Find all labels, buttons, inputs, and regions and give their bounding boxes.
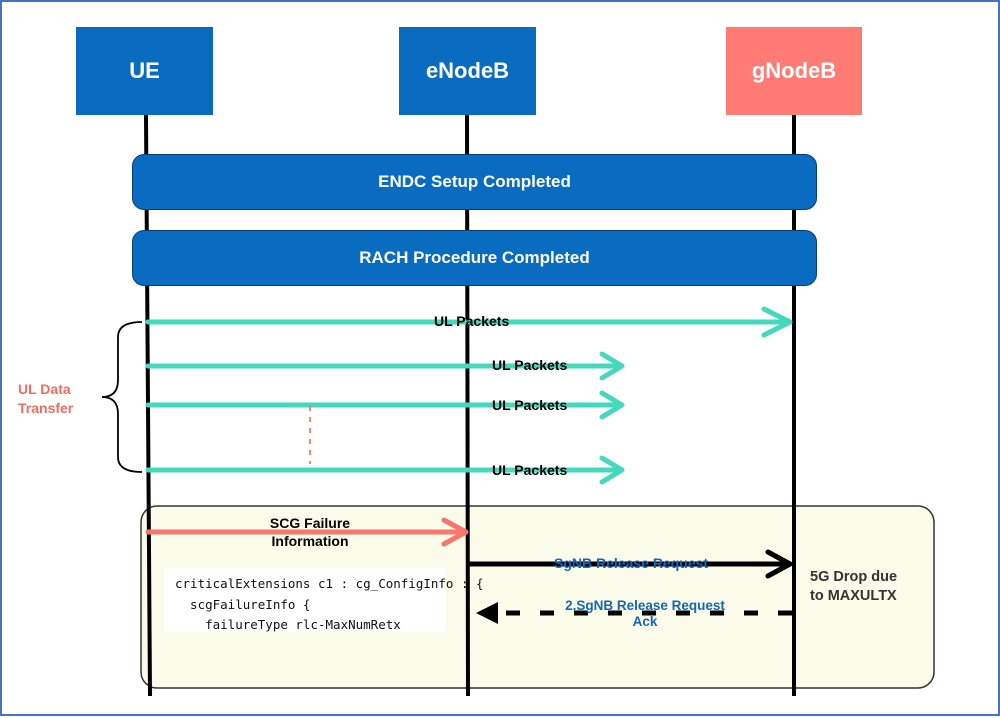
failure-panel xyxy=(140,505,935,689)
ul-data-transfer-label: UL Data Transfer xyxy=(18,380,73,418)
ul-packets-label-4: UL Packets xyxy=(492,462,568,478)
rach-procedure-bar: RACH Procedure Completed xyxy=(132,230,817,286)
ul-arrowhead-2 xyxy=(599,351,625,381)
ue-node: UE xyxy=(76,27,213,115)
ul-packets-label-1: UL Packets xyxy=(434,313,510,329)
scg-failure-line1: SCG Failure xyxy=(269,515,351,531)
endc-setup-label: ENDC Setup Completed xyxy=(378,172,571,191)
gnodeb-node: gNodeB xyxy=(726,27,862,115)
release-ack-line1: 2.SgNB Release Request xyxy=(565,598,725,613)
drop-note-line1: 5G Drop due xyxy=(810,569,898,585)
scg-failure-label: SCG Failure Information xyxy=(230,514,390,550)
release-ack-label: 2.SgNB Release Request Ack xyxy=(550,598,740,630)
release-ack-line2: Ack xyxy=(632,614,658,629)
ul-packets-label-3: UL Packets xyxy=(492,397,568,413)
config-line-1: criticalExtensions c1 : cg_ConfigInfo : … xyxy=(175,576,484,591)
ul-arrowhead-3 xyxy=(599,390,625,420)
drop-note-line2: to MAXULTX xyxy=(810,588,897,604)
release-request-label: SgNB Release Request xyxy=(554,555,709,571)
config-line-3: failureType rlc-MaxNumRetx xyxy=(175,617,401,632)
enodeb-label: eNodeB xyxy=(425,58,510,83)
ul-arrowhead-4 xyxy=(599,455,625,485)
rach-procedure-label: RACH Procedure Completed xyxy=(359,248,590,267)
scg-failure-line2: Information xyxy=(271,533,349,549)
ue-label: UE xyxy=(129,58,160,83)
enodeb-node: eNodeB xyxy=(399,27,536,115)
ul-packets-label-2: UL Packets xyxy=(492,357,568,373)
ul-brace xyxy=(101,321,143,473)
ul-arrowhead-1 xyxy=(761,306,793,338)
gnodeb-label: gNodeB xyxy=(751,58,837,83)
release-ack-arrowhead xyxy=(476,602,498,624)
drop-note: 5G Drop due to MAXULTX xyxy=(810,568,897,606)
ul-data-transfer-line2: Transfer xyxy=(18,400,74,416)
release-request-arrowhead xyxy=(765,549,793,579)
config-snippet: criticalExtensions c1 : cg_ConfigInfo : … xyxy=(164,568,484,632)
config-line-2: scgFailureInfo { xyxy=(175,597,311,612)
endc-setup-bar: ENDC Setup Completed xyxy=(132,154,817,210)
ul-data-transfer-line1: UL Data xyxy=(18,381,71,397)
scg-failure-arrowhead xyxy=(441,517,469,547)
